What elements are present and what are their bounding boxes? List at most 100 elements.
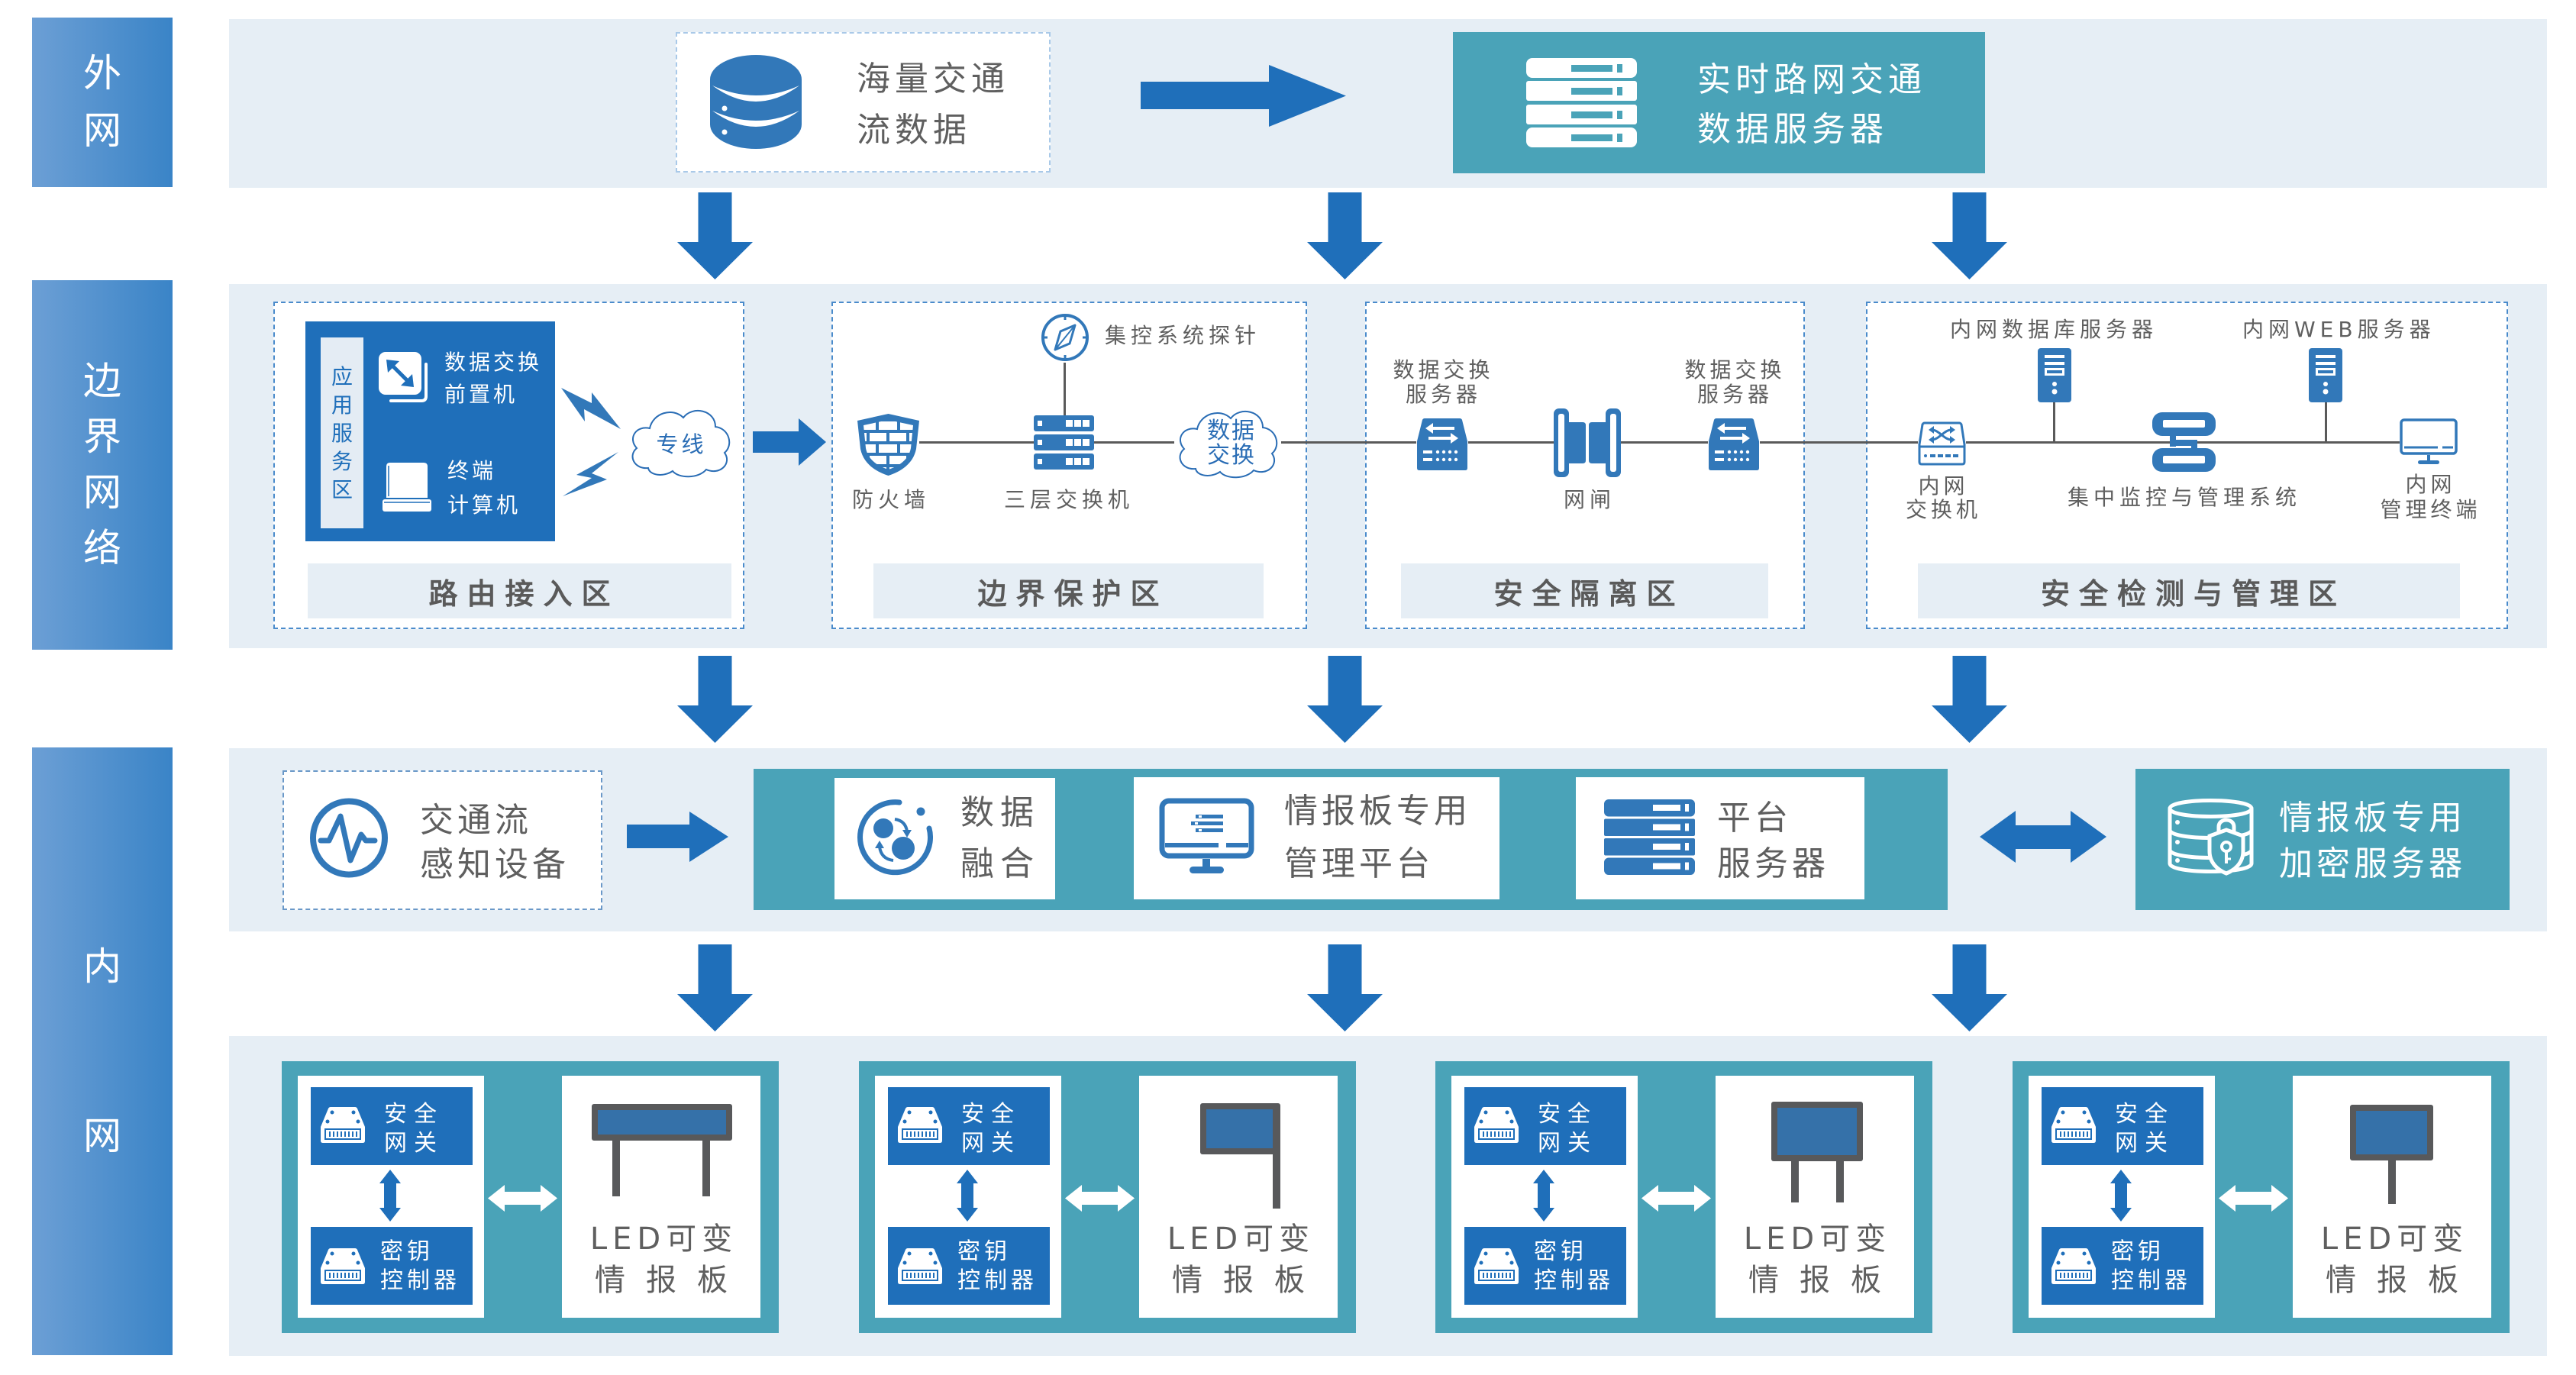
security-gateway-box: 安全 网关 [888, 1087, 1050, 1165]
label-line: 密钥 [957, 1238, 1011, 1265]
arrow-right-icon [627, 812, 728, 862]
network-link [919, 441, 1034, 444]
arrow-right-icon [1141, 65, 1346, 127]
sensing-device-label: 交通流 感知设备 [420, 799, 570, 887]
zone-title-protection: 边界保护区 [873, 563, 1264, 618]
encryption-server-label: 情报板专用 加密服务器 [2279, 796, 2466, 887]
label-line: 密钥 [1534, 1238, 1587, 1265]
gateway-device-icon [1474, 1107, 1519, 1143]
exchange-server-left-label: 数据交换 服务器 [1380, 358, 1503, 407]
layer-label-boundary: 边界网络 [32, 280, 173, 650]
arrow-down-icon [677, 944, 753, 1031]
label-line: 服务器 [1405, 382, 1481, 407]
intranet-switch-icon [1918, 421, 1966, 466]
gantry-sign-icon [592, 1104, 732, 1196]
label-line: 情报板 [595, 1263, 748, 1298]
key-controller-box: 密钥 控制器 [1464, 1227, 1626, 1305]
label-line: 控制器 [1534, 1267, 1614, 1294]
label-line: 网关 [2115, 1130, 2174, 1157]
firewall-shield-icon [857, 414, 919, 476]
bidirectional-arrow-icon [1641, 1185, 1711, 1212]
label-line: 情报板 [2326, 1263, 2479, 1298]
arrow-right-icon [753, 418, 826, 466]
app-service-label: 应用服务区 [331, 363, 353, 502]
label-line: 数据 [960, 793, 1040, 832]
label-line: 数据交换 [1393, 357, 1494, 382]
network-link [2325, 402, 2327, 443]
security-gateway-label: 安全 网关 [2115, 1100, 2174, 1158]
led-sign-label: LED可变 情报板 [2293, 1218, 2491, 1301]
arrow-down-icon [1307, 656, 1383, 743]
firewall-label: 防火墙 [851, 487, 930, 512]
bidirectional-arrow-icon [2219, 1185, 2288, 1212]
central-monitoring-icon [2152, 412, 2216, 472]
key-controller-device-icon [1474, 1248, 1519, 1284]
led-sign-box: LED可变 情报板 [2293, 1076, 2491, 1318]
bidirectional-vertical-arrow-icon [2110, 1170, 2132, 1222]
data-exchange-icon [379, 352, 428, 402]
label-line: 安全 [1538, 1101, 1597, 1128]
label-line: 数据服务器 [1697, 110, 1888, 149]
sign-management-platform-box [1134, 777, 1499, 899]
arrow-down-icon [1932, 656, 2007, 743]
bidirectional-vertical-arrow-icon [379, 1170, 401, 1222]
exchange-server-icon [1709, 418, 1759, 470]
external-network-panel [229, 19, 2547, 188]
traffic-data-label: 海量交通 流数据 [857, 53, 1009, 156]
label-line: 控制器 [380, 1267, 460, 1294]
arrow-down-icon [1307, 944, 1383, 1031]
layer-label-text: 边界网络 [83, 359, 121, 570]
label-line: 海量交通 [857, 60, 1009, 98]
key-controller-box: 密钥 控制器 [2042, 1227, 2203, 1305]
led-unit-card: 安全 网关 密钥 控制器 LED可变 情报板 [2013, 1061, 2510, 1333]
label-line: 网关 [1538, 1130, 1597, 1157]
tower-server-icon [2309, 348, 2342, 402]
key-controller-box: 密钥 控制器 [888, 1227, 1050, 1305]
security-module-box: 安全 网关 密钥 控制器 [1451, 1076, 1638, 1318]
network-link [1064, 363, 1066, 415]
tower-server-icon [2038, 348, 2071, 402]
led-sign-box: LED可变 情报板 [1139, 1076, 1338, 1318]
db-server-label: 内网数据库服务器 [1950, 317, 2158, 342]
compass-probe-icon [1041, 314, 1089, 361]
gateway-device-icon [898, 1107, 942, 1143]
layer-label-external: 外网 [32, 18, 173, 187]
mgmt-terminal-label: 内网 管理终端 [2368, 472, 2490, 522]
gatekeeper-icon [1554, 408, 1621, 477]
key-controller-device-icon [2051, 1248, 2096, 1284]
network-link [1468, 441, 1554, 444]
label-line: 实时路网交通 [1697, 60, 1926, 99]
label-line: 内网 [1918, 473, 1969, 499]
label-line: 计算机 [447, 492, 521, 518]
label-line: 平台 [1717, 799, 1792, 838]
zone-title-monitoring: 安全检测与管理区 [1918, 563, 2460, 618]
layer3-switch-icon [1034, 415, 1094, 470]
arrow-down-icon [677, 192, 753, 279]
led-sign-label: LED可变 情报板 [1716, 1218, 1914, 1301]
network-link [1760, 441, 1918, 444]
label-line: 情报板 [1172, 1263, 1325, 1298]
security-gateway-label: 安全 网关 [961, 1100, 1021, 1158]
label-line: 数据交换 [1684, 357, 1786, 382]
gateway-device-icon [2051, 1107, 2096, 1143]
lightning-icon [563, 452, 618, 496]
front-processor-label: 数据交换 前置机 [444, 347, 542, 411]
label-line: 安全 [2115, 1101, 2174, 1128]
key-controller-label: 密钥 控制器 [957, 1238, 1038, 1296]
bidirectional-vertical-arrow-icon [1533, 1170, 1554, 1222]
security-module-box: 安全 网关 密钥 控制器 [875, 1076, 1061, 1318]
label-line: 交换 [1207, 442, 1256, 469]
traffic-sensing-device-box [282, 770, 602, 910]
database-icon [710, 55, 802, 149]
terminal-label: 终端 计算机 [447, 453, 521, 522]
central-monitoring-label: 集中监控与管理系统 [2068, 485, 2302, 510]
layer-label-internal: 内网 [32, 747, 173, 1355]
label-line: 密钥 [2111, 1238, 2164, 1265]
pulse-icon [310, 798, 388, 878]
arrow-down-icon [677, 656, 753, 743]
label-line: 流数据 [857, 111, 971, 150]
server-icon [1604, 799, 1695, 875]
label-line: 交换机 [1905, 497, 1981, 522]
key-controller-device-icon [898, 1248, 942, 1284]
label-line: 网关 [961, 1130, 1021, 1157]
